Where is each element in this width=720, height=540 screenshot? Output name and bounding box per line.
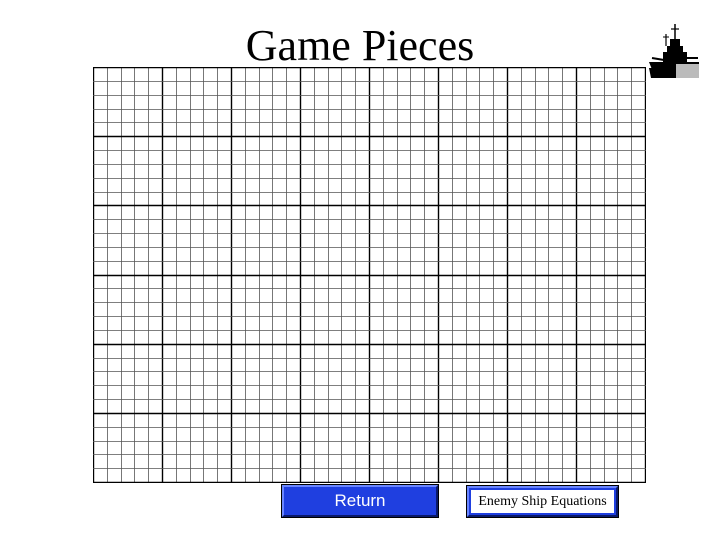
page-title: Game Pieces: [245, 21, 475, 70]
grid-lines: [93, 67, 646, 483]
battleship-icon: [646, 22, 700, 80]
enemy-ship-equations-label: Enemy Ship Equations: [471, 490, 614, 513]
game-board-grid[interactable]: [93, 67, 646, 483]
enemy-ship-equations-button[interactable]: Enemy Ship Equations: [466, 485, 619, 518]
return-button[interactable]: Return: [281, 484, 439, 518]
